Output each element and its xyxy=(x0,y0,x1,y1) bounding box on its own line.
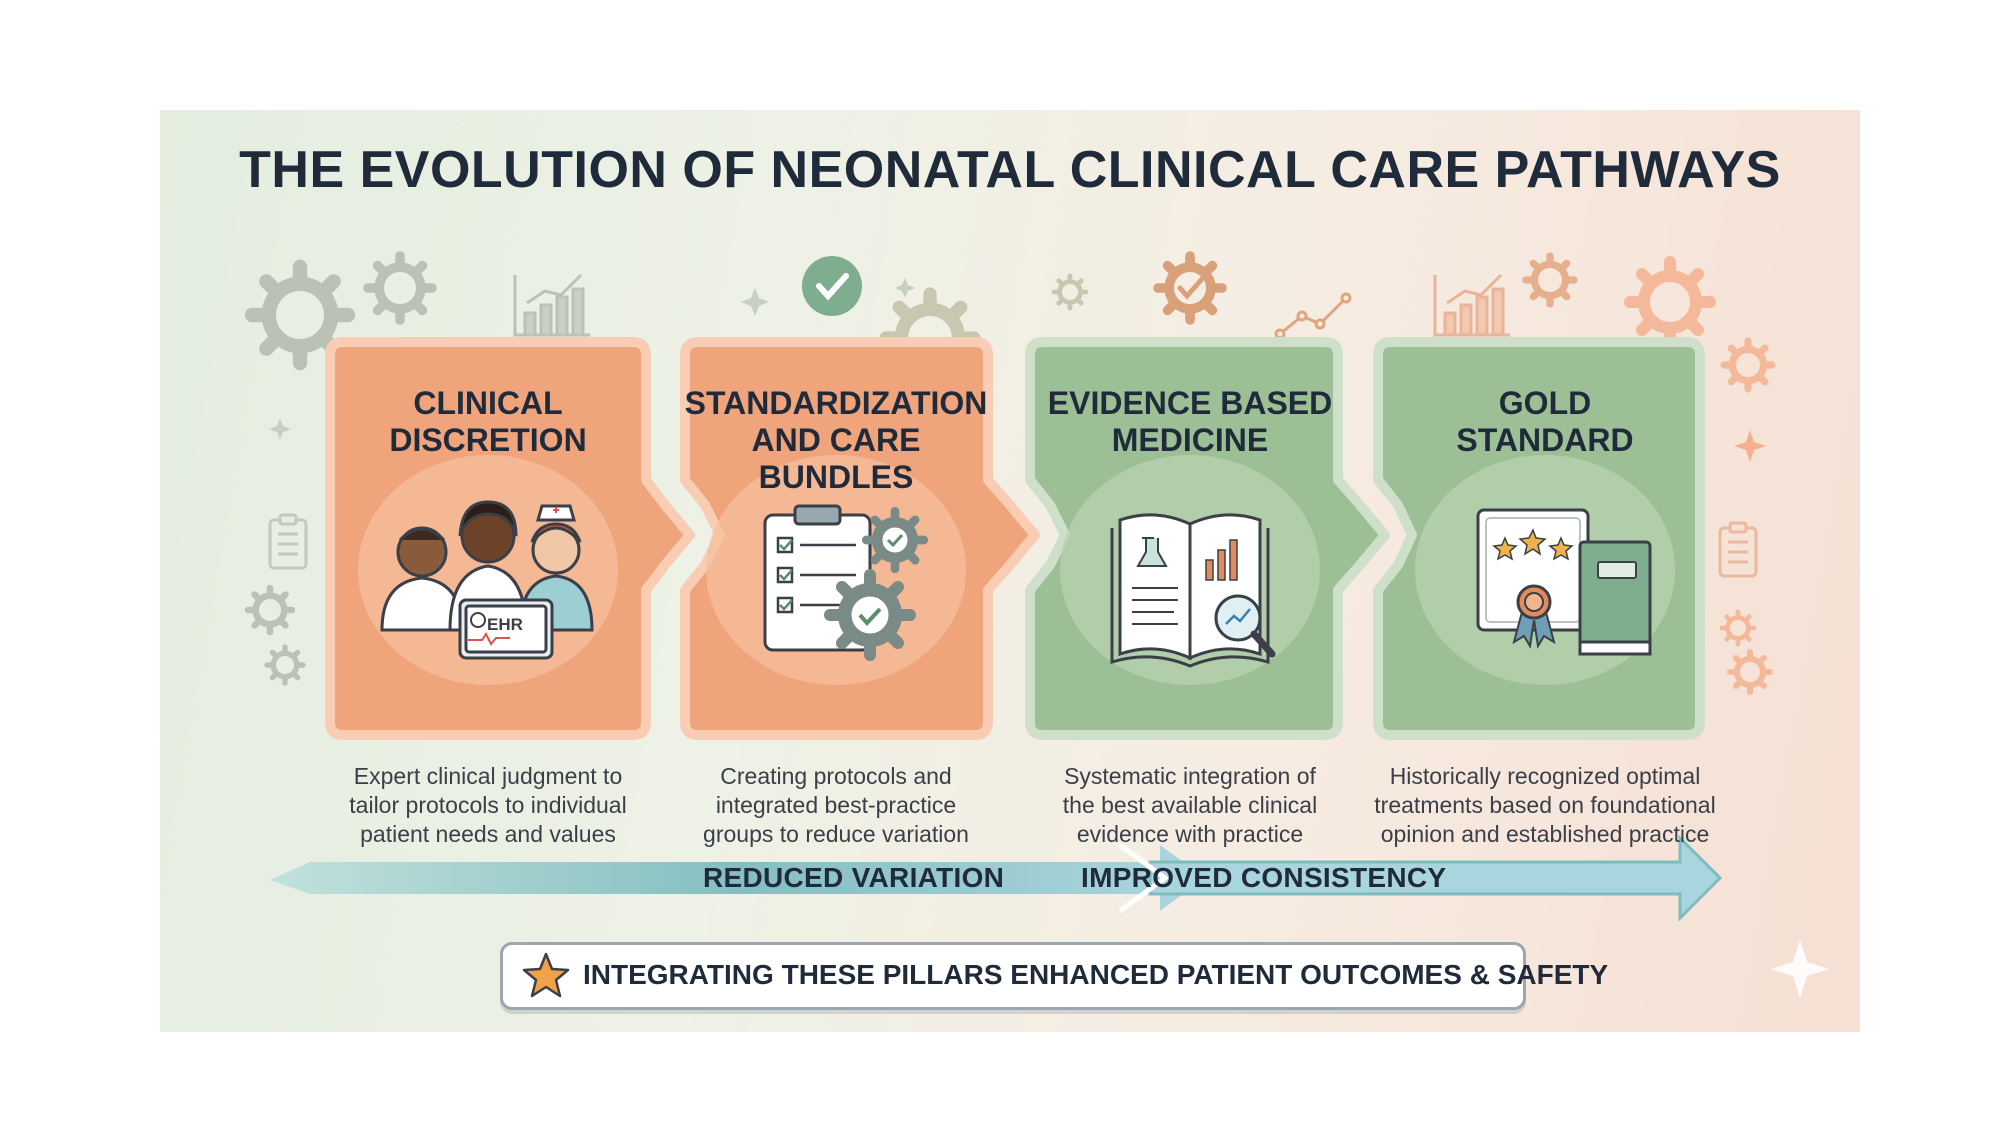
stage-desc-line: groups to reduce variation xyxy=(703,821,969,847)
stage-title-line: CLINICAL xyxy=(413,385,563,421)
gear-icon xyxy=(1724,341,1772,389)
bar-chart-icon xyxy=(513,273,590,337)
stage-desc-gold-standard: Historically recognized optimal treatmen… xyxy=(1355,762,1735,849)
stage-desc-clinical-discretion: Expert clinical judgment to tailor proto… xyxy=(318,762,658,849)
stage-title-line: DISCRETION xyxy=(389,422,587,458)
stage-title-evidence-based: EVIDENCE BASED MEDICINE xyxy=(1030,385,1350,459)
bar-chart-icon xyxy=(1433,273,1510,337)
stage-desc-line: opinion and established practice xyxy=(1380,821,1710,847)
clipboard-checklist-gears-icon xyxy=(763,504,924,655)
stage-title-line: MEDICINE xyxy=(1111,422,1269,458)
page-title: THE EVOLUTION OF NEONATAL CLINICAL CARE … xyxy=(239,141,1781,199)
stage-desc-line: Expert clinical judgment to xyxy=(353,763,623,789)
stage-desc-line: patient needs and values xyxy=(360,821,616,847)
stage-desc-line: integrated best-practice xyxy=(715,792,957,818)
stage-title-line: STANDARDIZATION xyxy=(684,385,988,421)
gear-icon xyxy=(1730,652,1770,692)
band-label-improved-consistency: IMPROVED CONSISTENCY xyxy=(1081,862,1447,893)
stage-title-standardization: STANDARDIZATION AND CARE BUNDLES xyxy=(676,385,996,496)
stage-title-line: AND CARE BUNDLES xyxy=(751,422,921,495)
trend-line-icon xyxy=(1274,292,1352,340)
outcome-banner: INTEGRATING THESE PILLARS ENHANCED PATIE… xyxy=(500,942,1608,1010)
clinicians-ehr-icon xyxy=(380,500,594,660)
stage-desc-line: evidence with practice xyxy=(1076,821,1304,847)
band-label-reduced-variation: REDUCED VARIATION xyxy=(703,862,1005,893)
clipboard-icon xyxy=(1718,521,1758,578)
stage-desc-standardization: Creating protocols and integrated best-p… xyxy=(666,762,1006,849)
stage-desc-line: the best available clinical xyxy=(1062,792,1318,818)
star-icon xyxy=(522,952,570,998)
gear-icon xyxy=(1630,262,1710,342)
stage-desc-line: Systematic integration of xyxy=(1064,763,1316,789)
stage-title-clinical-discretion: CLINICAL DISCRETION xyxy=(328,385,648,459)
gear-icon xyxy=(248,588,292,632)
check-circle-icon xyxy=(802,256,862,316)
gear-icon xyxy=(368,256,432,320)
sparkle-icon xyxy=(269,278,915,440)
stage-desc-line: Historically recognized optimal xyxy=(1389,763,1701,789)
open-book-magnifier-icon xyxy=(1110,513,1276,668)
stage-desc-line: tailor protocols to individual xyxy=(349,792,627,818)
gear-icon xyxy=(1722,612,1754,644)
clipboard-icon xyxy=(268,513,308,570)
certificate-book-icon xyxy=(1476,508,1652,656)
gear-icon xyxy=(1526,256,1574,304)
stage-title-line: STANDARD xyxy=(1456,422,1634,458)
gear-check-icon xyxy=(1158,256,1222,320)
diagram-art xyxy=(160,110,1829,998)
stage-desc-line: Creating protocols and xyxy=(720,763,952,789)
ehr-badge: EHR xyxy=(487,615,523,634)
infographic-panel: THE EVOLUTION OF NEONATAL CLINICAL CARE … xyxy=(160,110,1860,1032)
stage-desc-line: treatments based on foundational xyxy=(1374,792,1716,818)
gear-icon xyxy=(1054,276,1086,308)
progression-band xyxy=(270,834,1723,922)
stage-title-line: GOLD xyxy=(1498,385,1592,421)
sparkle-icon xyxy=(1734,430,1766,462)
banner-text: INTEGRATING THESE PILLARS ENHANCED PATIE… xyxy=(583,959,1609,990)
gear-icon xyxy=(267,647,303,683)
sparkle-icon xyxy=(1771,940,1829,998)
stage-title-line: EVIDENCE BASED xyxy=(1047,385,1333,421)
stage-title-gold-standard: GOLD STANDARD xyxy=(1385,385,1705,459)
stage-desc-evidence-based: Systematic integration of the best avail… xyxy=(1020,762,1360,849)
